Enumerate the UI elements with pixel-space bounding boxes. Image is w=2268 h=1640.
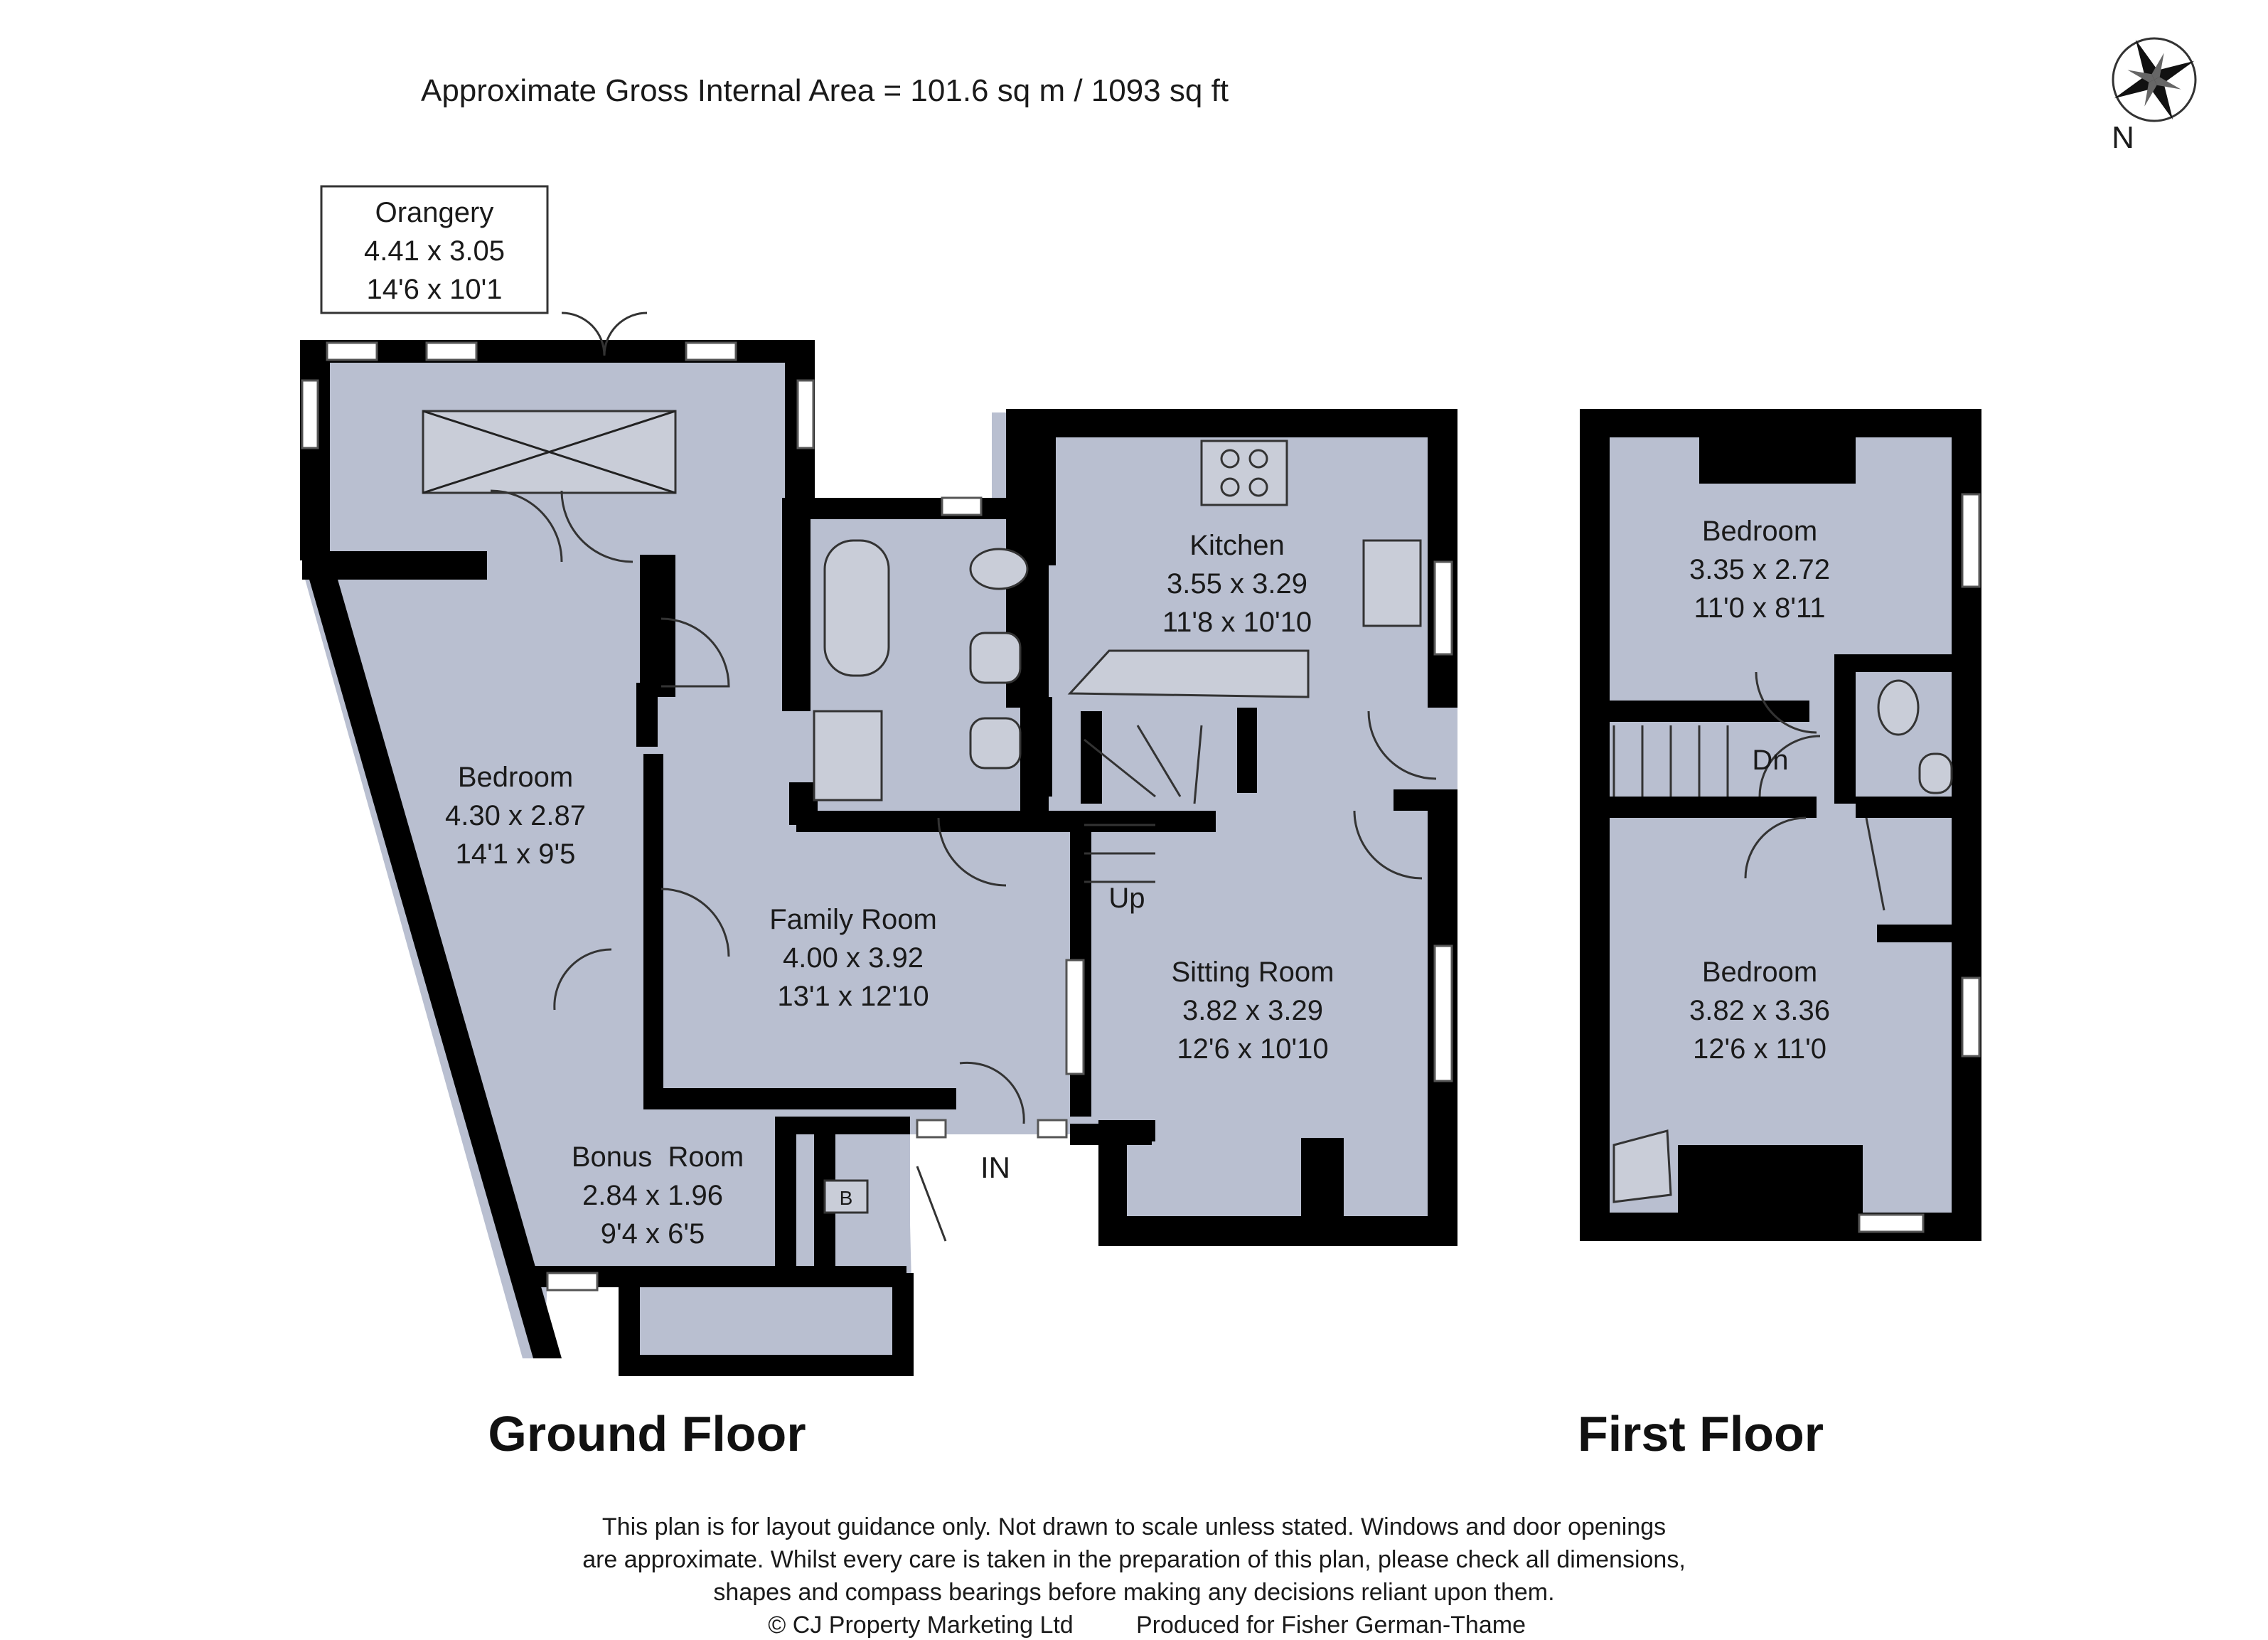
bedroom-ground-metric: 4.30 x 2.87 [445, 800, 586, 831]
orangery-metric: 4.41 x 3.05 [364, 235, 505, 267]
bedroom-ground-name: Bedroom [458, 762, 573, 793]
sitting-room-metric: 3.82 x 3.29 [1182, 995, 1323, 1026]
ground-floor-title: Ground Floor [488, 1406, 806, 1461]
bedroom-upper-metric: 3.35 x 2.72 [1689, 554, 1830, 585]
sitting-room-imperial: 12'6 x 10'10 [1177, 1033, 1328, 1065]
kitchen-imperial: 11'8 x 10'10 [1162, 607, 1312, 638]
copyright-text: © CJ Property Marketing Ltd [768, 1612, 1073, 1639]
orangery-imperial: 14'6 x 10'1 [367, 274, 503, 305]
stairs-up-label: Up [1108, 883, 1145, 914]
family-room-imperial: 13'1 x 12'10 [777, 981, 929, 1012]
kitchen-name: Kitchen [1189, 530, 1284, 561]
boiler-label: B [840, 1187, 853, 1209]
bonus-room-name: Bonus Room [572, 1141, 744, 1173]
first-floor-plan: Bedroom 3.35 x 2.72 11'0 x 8'11 Bedroom … [1578, 409, 1981, 1461]
bedroom-main-imperial: 12'6 x 11'0 [1693, 1033, 1826, 1065]
family-room-metric: 4.00 x 3.92 [783, 942, 924, 974]
family-room-name: Family Room [769, 904, 937, 935]
orangery-name: Orangery [375, 197, 494, 228]
bonus-room-imperial: 9'4 x 6'5 [601, 1218, 705, 1250]
produced-for-text: Produced for Fisher German-Thame [1136, 1612, 1526, 1639]
sitting-room-name: Sitting Room [1172, 957, 1334, 988]
kitchen-metric: 3.55 x 3.29 [1167, 568, 1307, 600]
bedroom-main-name: Bedroom [1702, 957, 1817, 988]
bonus-room-metric: 2.84 x 1.96 [582, 1180, 723, 1211]
disclaimer-line-2: are approximate. Whilst every care is ta… [582, 1546, 1686, 1573]
compass-north-label: N [2112, 120, 2134, 155]
bedroom-main-metric: 3.82 x 3.36 [1689, 995, 1830, 1026]
disclaimer-line-1: This plan is for layout guidance only. N… [602, 1513, 1666, 1540]
bedroom-ground-imperial: 14'1 x 9'5 [456, 838, 576, 870]
entrance-label: IN [980, 1151, 1010, 1184]
compass-rose-icon [2112, 37, 2197, 122]
ground-floor-plan: B Orangery 4.41 x 3.05 14'6 x 10'1 Kitch… [300, 185, 1457, 1461]
bedroom-upper-imperial: 11'0 x 8'11 [1694, 592, 1825, 624]
disclaimer-line-3: shapes and compass bearings before makin… [713, 1579, 1554, 1606]
gross-internal-area: Approximate Gross Internal Area = 101.6 … [421, 73, 1229, 108]
first-floor-title: First Floor [1578, 1406, 1824, 1461]
bedroom-upper-name: Bedroom [1702, 516, 1817, 547]
stairs-down-label: Dn [1752, 745, 1788, 776]
